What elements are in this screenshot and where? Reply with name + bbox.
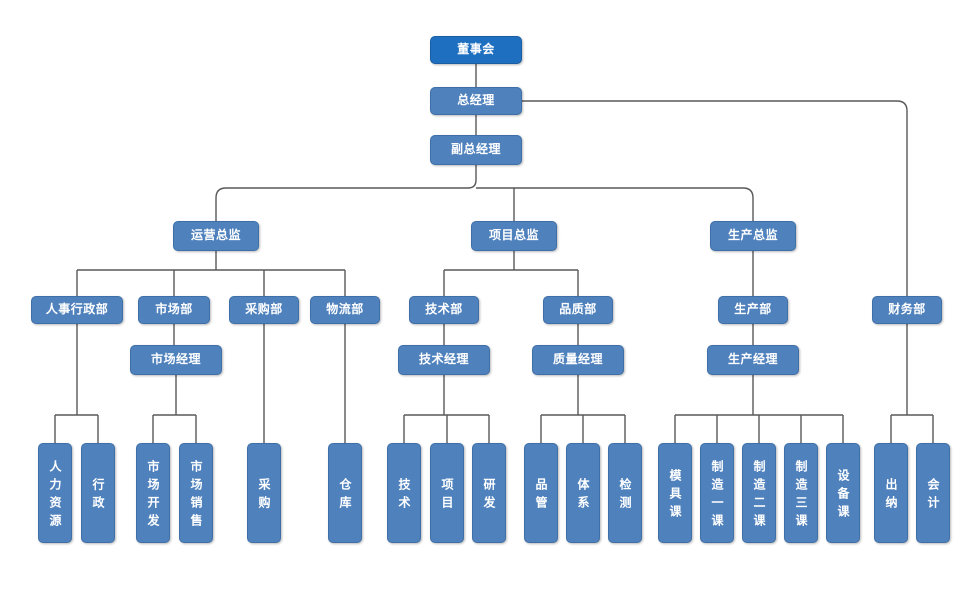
org-node-warehouse[interactable]: 仓库 — [328, 443, 362, 543]
connector-path — [522, 100, 908, 296]
org-node-technology[interactable]: 技术 — [387, 443, 421, 543]
org-node-tech-dept[interactable]: 技术部 — [409, 296, 479, 324]
org-node-purchasing[interactable]: 采购 — [247, 443, 281, 543]
org-node-deputy-gm[interactable]: 副总经理 — [430, 135, 522, 165]
org-node-prod-director[interactable]: 生产总监 — [710, 221, 796, 251]
connector-path — [152, 375, 197, 443]
org-node-hr-admin-dept[interactable]: 人事行政部 — [31, 296, 123, 324]
org-node-administration[interactable]: 行政 — [81, 443, 115, 543]
org-node-research-dev[interactable]: 研发 — [472, 443, 506, 543]
connector-path — [76, 251, 346, 296]
org-node-quality-system[interactable]: 体系 — [566, 443, 600, 543]
org-node-mould-section[interactable]: 模具课 — [658, 443, 692, 543]
org-node-accounting[interactable]: 会计 — [916, 443, 950, 543]
org-node-inspection[interactable]: 检测 — [608, 443, 642, 543]
connector-path — [443, 251, 579, 296]
org-node-market-dev[interactable]: 市场开发 — [136, 443, 170, 543]
org-node-quality-control[interactable]: 品管 — [524, 443, 558, 543]
org-node-cashier[interactable]: 出纳 — [874, 443, 908, 543]
org-node-board[interactable]: 董事会 — [430, 36, 522, 64]
org-node-human-resources[interactable]: 人力资源 — [38, 443, 72, 543]
connector-path — [514, 187, 754, 221]
connector-path — [476, 187, 515, 221]
org-node-market-mgr[interactable]: 市场经理 — [130, 345, 222, 375]
org-node-ops-director[interactable]: 运营总监 — [173, 221, 259, 251]
connector-path — [540, 375, 626, 443]
org-node-production-mgr[interactable]: 生产经理 — [707, 345, 799, 375]
org-node-finance-dept[interactable]: 财务部 — [872, 296, 942, 324]
org-node-tech-mgr[interactable]: 技术经理 — [398, 345, 490, 375]
org-node-proj-director[interactable]: 项目总监 — [471, 221, 557, 251]
connector-path — [54, 324, 99, 443]
org-node-manufacture-1[interactable]: 制造一课 — [700, 443, 734, 543]
org-node-purchase-dept[interactable]: 采购部 — [229, 296, 299, 324]
connector-path — [403, 375, 490, 443]
org-node-manufacture-2[interactable]: 制造二课 — [742, 443, 776, 543]
org-node-market-sales[interactable]: 市场销售 — [179, 443, 213, 543]
connector-path — [674, 375, 844, 443]
connector-path — [215, 165, 477, 221]
org-node-gm[interactable]: 总经理 — [430, 87, 522, 115]
org-node-equipment-section[interactable]: 设备课 — [826, 443, 860, 543]
connector-path — [890, 324, 934, 443]
org-node-production-dept[interactable]: 生产部 — [718, 296, 788, 324]
org-node-market-dept[interactable]: 市场部 — [138, 296, 210, 324]
org-node-project[interactable]: 项目 — [430, 443, 464, 543]
org-node-manufacture-3[interactable]: 制造三课 — [784, 443, 818, 543]
org-node-quality-dept[interactable]: 品质部 — [543, 296, 613, 324]
org-node-logistics-dept[interactable]: 物流部 — [310, 296, 380, 324]
org-node-quality-mgr[interactable]: 质量经理 — [532, 345, 624, 375]
